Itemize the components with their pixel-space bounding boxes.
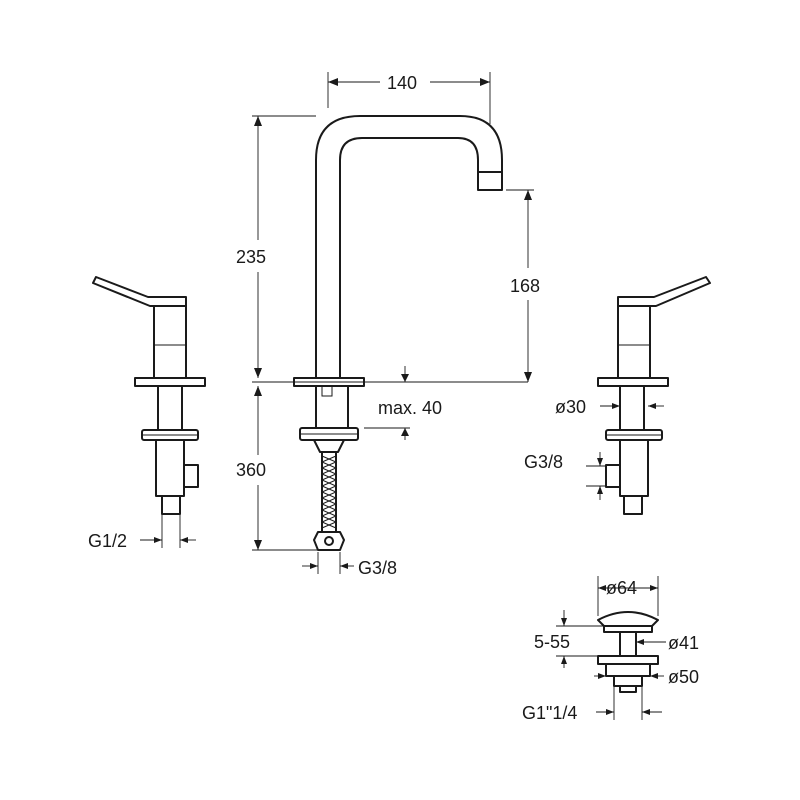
dim-140: 140 <box>327 72 491 124</box>
dim-dia30: ø30 <box>555 397 664 417</box>
label-dia41: ø41 <box>668 633 699 653</box>
label-max40: max. 40 <box>378 398 442 418</box>
flexible-hose <box>320 451 338 533</box>
spout-assembly <box>293 115 503 551</box>
right-lower-body <box>619 439 649 497</box>
right-handle-valve <box>597 276 711 515</box>
dim-g12: G1/2 <box>88 514 196 551</box>
label-g38-spout: G3/8 <box>358 558 397 578</box>
dim-max40: max. 40 <box>364 366 442 440</box>
left-inlet-tail <box>161 495 181 515</box>
dim-dia41: ø41 <box>636 633 699 653</box>
right-inlet-tail <box>623 495 643 515</box>
left-handle-body <box>153 305 187 379</box>
waste-body <box>605 663 651 677</box>
spout-aerator <box>477 171 503 191</box>
label-dia50: ø50 <box>668 667 699 687</box>
right-handle-body <box>617 305 651 379</box>
dim-g38-spout: G3/8 <box>302 552 397 578</box>
label-g114: G1"1/4 <box>522 703 577 723</box>
label-5-55: 5-55 <box>534 632 570 652</box>
left-deck-flange <box>134 377 206 387</box>
dim-dia64: ø64 <box>597 576 659 616</box>
right-lever-handle <box>617 276 711 307</box>
dim-360: 360 <box>236 386 318 551</box>
spout-connector <box>313 439 345 453</box>
waste-flange <box>597 655 659 665</box>
dim-dia50: ø50 <box>594 667 699 687</box>
dim-235: 235 <box>236 115 316 378</box>
left-side-outlet <box>183 464 199 488</box>
label-dia30: ø30 <box>555 397 586 417</box>
hose-nut <box>313 531 345 551</box>
right-side-outlet <box>605 464 621 488</box>
dim-168: 168 <box>506 189 540 382</box>
left-handle-valve <box>92 276 206 515</box>
spout-tube <box>315 115 503 379</box>
label-235: 235 <box>236 247 266 267</box>
right-deck-flange <box>597 377 669 387</box>
left-lower-body <box>155 439 185 497</box>
label-140: 140 <box>387 73 417 93</box>
waste-cap <box>597 611 659 627</box>
left-lever-handle <box>92 276 187 307</box>
dim-g38-right: G3/8 <box>524 452 606 500</box>
left-shank <box>157 385 183 431</box>
label-dia64: ø64 <box>606 578 637 598</box>
label-g38-right: G3/8 <box>524 452 563 472</box>
right-shank <box>619 385 645 431</box>
dim-5-55: 5-55 <box>534 610 604 668</box>
dim-g114: G1"1/4 <box>522 686 662 723</box>
label-360: 360 <box>236 460 266 480</box>
label-168: 168 <box>510 276 540 296</box>
waste-drain <box>597 611 659 693</box>
label-g12: G1/2 <box>88 531 127 551</box>
waste-stem <box>619 631 637 657</box>
